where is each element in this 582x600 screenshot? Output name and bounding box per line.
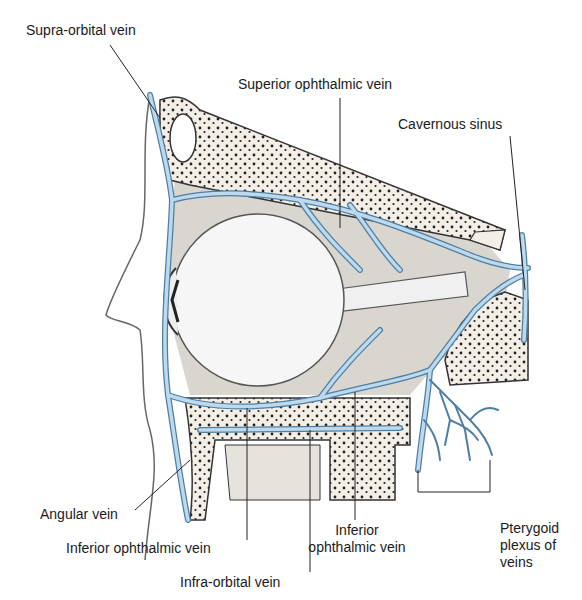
optic-nerve xyxy=(330,272,468,312)
part-label: Pterygoid plexus of veins xyxy=(500,520,580,571)
eyeball xyxy=(172,214,344,386)
clinoid-process xyxy=(470,230,505,250)
maxillary-sinus xyxy=(225,445,320,500)
iris xyxy=(172,280,178,322)
part-label: Inferior ophthalmic vein xyxy=(66,540,256,557)
vein-network xyxy=(150,95,528,520)
part-label: Superior ophthalmic vein xyxy=(238,76,438,93)
orbital-floor-bone xyxy=(185,398,410,520)
face-profile xyxy=(106,95,154,560)
part-label: Cavernous sinus xyxy=(398,116,538,133)
part-label: Infra-orbital vein xyxy=(180,574,340,591)
part-label: Angular vein xyxy=(40,506,160,523)
part-label: Inferior ophthalmic vein xyxy=(302,522,412,556)
sphenoid-bone xyxy=(445,292,528,385)
pterygoid-plexus xyxy=(424,380,498,460)
part-label: Supra-orbital vein xyxy=(26,22,176,39)
frontal-sinus xyxy=(170,114,196,162)
